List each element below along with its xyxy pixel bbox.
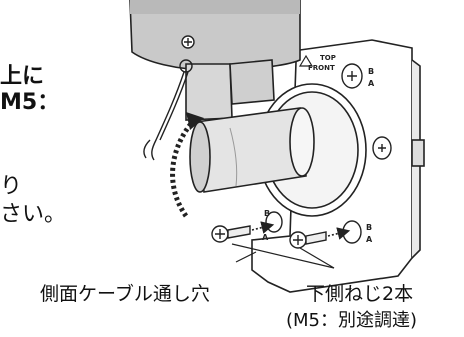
mid-right-screw bbox=[372, 136, 392, 160]
rotation-arrow bbox=[170, 112, 204, 218]
camera-body bbox=[129, 0, 301, 121]
mark-b-lower-right: B bbox=[366, 223, 372, 232]
caption-lower-screws: 下側ねじ2本 bbox=[306, 283, 414, 305]
instruction-fragment-4: さい。 bbox=[0, 202, 67, 227]
lower-right-slot bbox=[342, 220, 362, 244]
caption-cable-hole: 側面ケーブル通し穴 bbox=[40, 283, 210, 305]
instruction-fragment-3: り bbox=[0, 174, 23, 199]
front-label: FRONT bbox=[308, 64, 335, 72]
mark-a-upper: A bbox=[368, 79, 375, 88]
mark-b-lower-left: B bbox=[264, 209, 270, 218]
caption-screw-spec: (M5：別途調達) bbox=[286, 310, 418, 331]
mark-a-lower-right: A bbox=[366, 235, 373, 244]
mark-b-upper: B bbox=[368, 67, 374, 76]
top-label: TOP bbox=[320, 54, 336, 62]
leader-screw-left bbox=[231, 243, 335, 269]
top-front-marker: TOP FRONT bbox=[298, 54, 336, 72]
mark-a-lower-left: A bbox=[262, 233, 269, 242]
safety-wire bbox=[143, 59, 193, 161]
lower-screw-left bbox=[211, 225, 251, 243]
top-screw bbox=[181, 35, 195, 49]
leader-screw-right bbox=[299, 247, 335, 269]
mount-pipe bbox=[189, 107, 315, 193]
insert-arrow-right bbox=[327, 227, 351, 240]
instruction-fragment-1: 上に bbox=[0, 64, 45, 89]
leader-cable-hole bbox=[235, 251, 257, 263]
lower-screw-right bbox=[289, 231, 327, 249]
insert-arrow-left bbox=[251, 221, 275, 234]
upper-right-screw bbox=[341, 63, 363, 89]
instruction-fragment-2: M5： bbox=[0, 90, 60, 115]
